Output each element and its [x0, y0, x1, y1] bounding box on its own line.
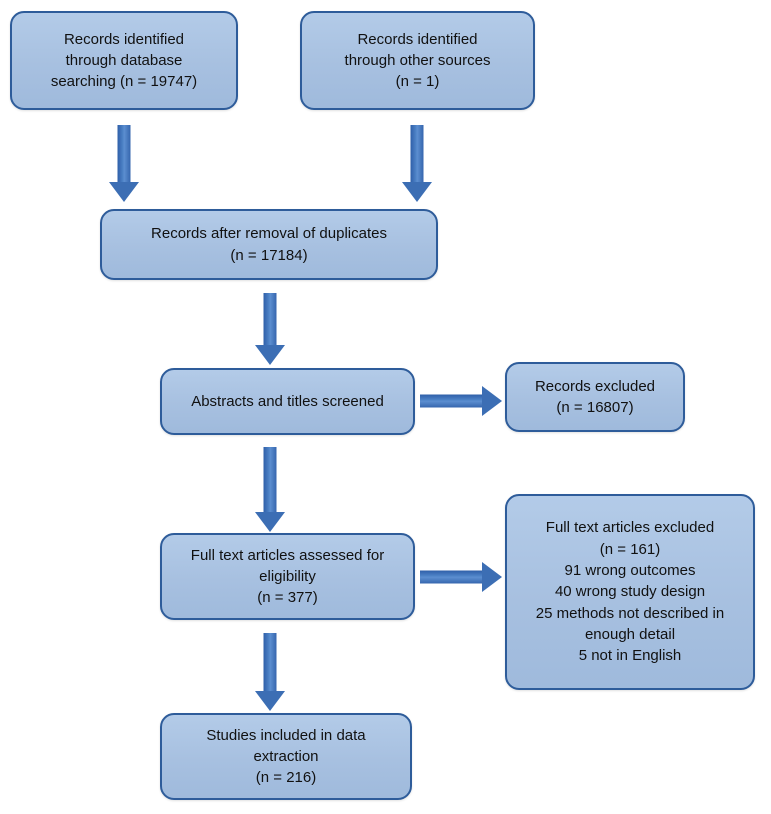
arrow-head: [109, 182, 139, 202]
node-records-after-duplicates: Records after removal of duplicates (n =…: [100, 209, 438, 280]
arrow-shaft: [410, 125, 424, 185]
node-records-excluded: Records excluded (n = 16807): [505, 362, 685, 432]
node-abstracts-titles-screened: Abstracts and titles screened: [160, 368, 415, 435]
arrow-head: [255, 512, 285, 532]
arrow-head: [255, 691, 285, 711]
arrow-screened-to-excluded: [420, 385, 502, 417]
arrow-shaft: [420, 570, 484, 584]
node-full-text-excluded: Full text articles excluded (n = 161) 91…: [505, 494, 755, 690]
arrow-shaft: [420, 394, 484, 408]
node-records-other-sources: Records identified through other sources…: [300, 11, 535, 110]
node-records-excluded-label: Records excluded (n = 16807): [534, 377, 656, 416]
arrow-fulltext-to-excluded: [420, 561, 502, 593]
arrow-duplicates-to-screened: [255, 293, 285, 365]
arrow-fulltext-to-included: [255, 633, 285, 711]
arrow-shaft: [263, 447, 277, 515]
arrow-screened-to-fulltext: [255, 447, 285, 532]
node-full-text-excluded-label: Full text articles excluded (n = 161) 91…: [535, 519, 725, 665]
node-records-database-label: Records identified through database sear…: [50, 30, 198, 91]
arrow-other-to-duplicates: [402, 125, 432, 202]
arrow-head: [482, 386, 502, 416]
node-abstracts-titles-screened-label: Abstracts and titles screened: [191, 392, 384, 410]
node-records-database: Records identified through database sear…: [10, 11, 238, 110]
node-full-text-assessed-label: Full text articles assessed for eligibil…: [190, 546, 385, 607]
arrow-head: [255, 345, 285, 365]
arrow-head: [402, 182, 432, 202]
node-records-other-sources-label: Records identified through other sources…: [344, 30, 491, 91]
node-full-text-assessed: Full text articles assessed for eligibil…: [160, 533, 415, 620]
arrow-shaft: [117, 125, 131, 185]
arrow-shaft: [263, 633, 277, 694]
node-records-after-duplicates-label: Records after removal of duplicates (n =…: [151, 225, 387, 264]
node-studies-included: Studies included in data extraction (n =…: [160, 713, 412, 800]
node-studies-included-label: Studies included in data extraction (n =…: [206, 726, 366, 787]
arrow-head: [482, 562, 502, 592]
arrow-database-to-duplicates: [109, 125, 139, 202]
arrow-shaft: [263, 293, 277, 348]
